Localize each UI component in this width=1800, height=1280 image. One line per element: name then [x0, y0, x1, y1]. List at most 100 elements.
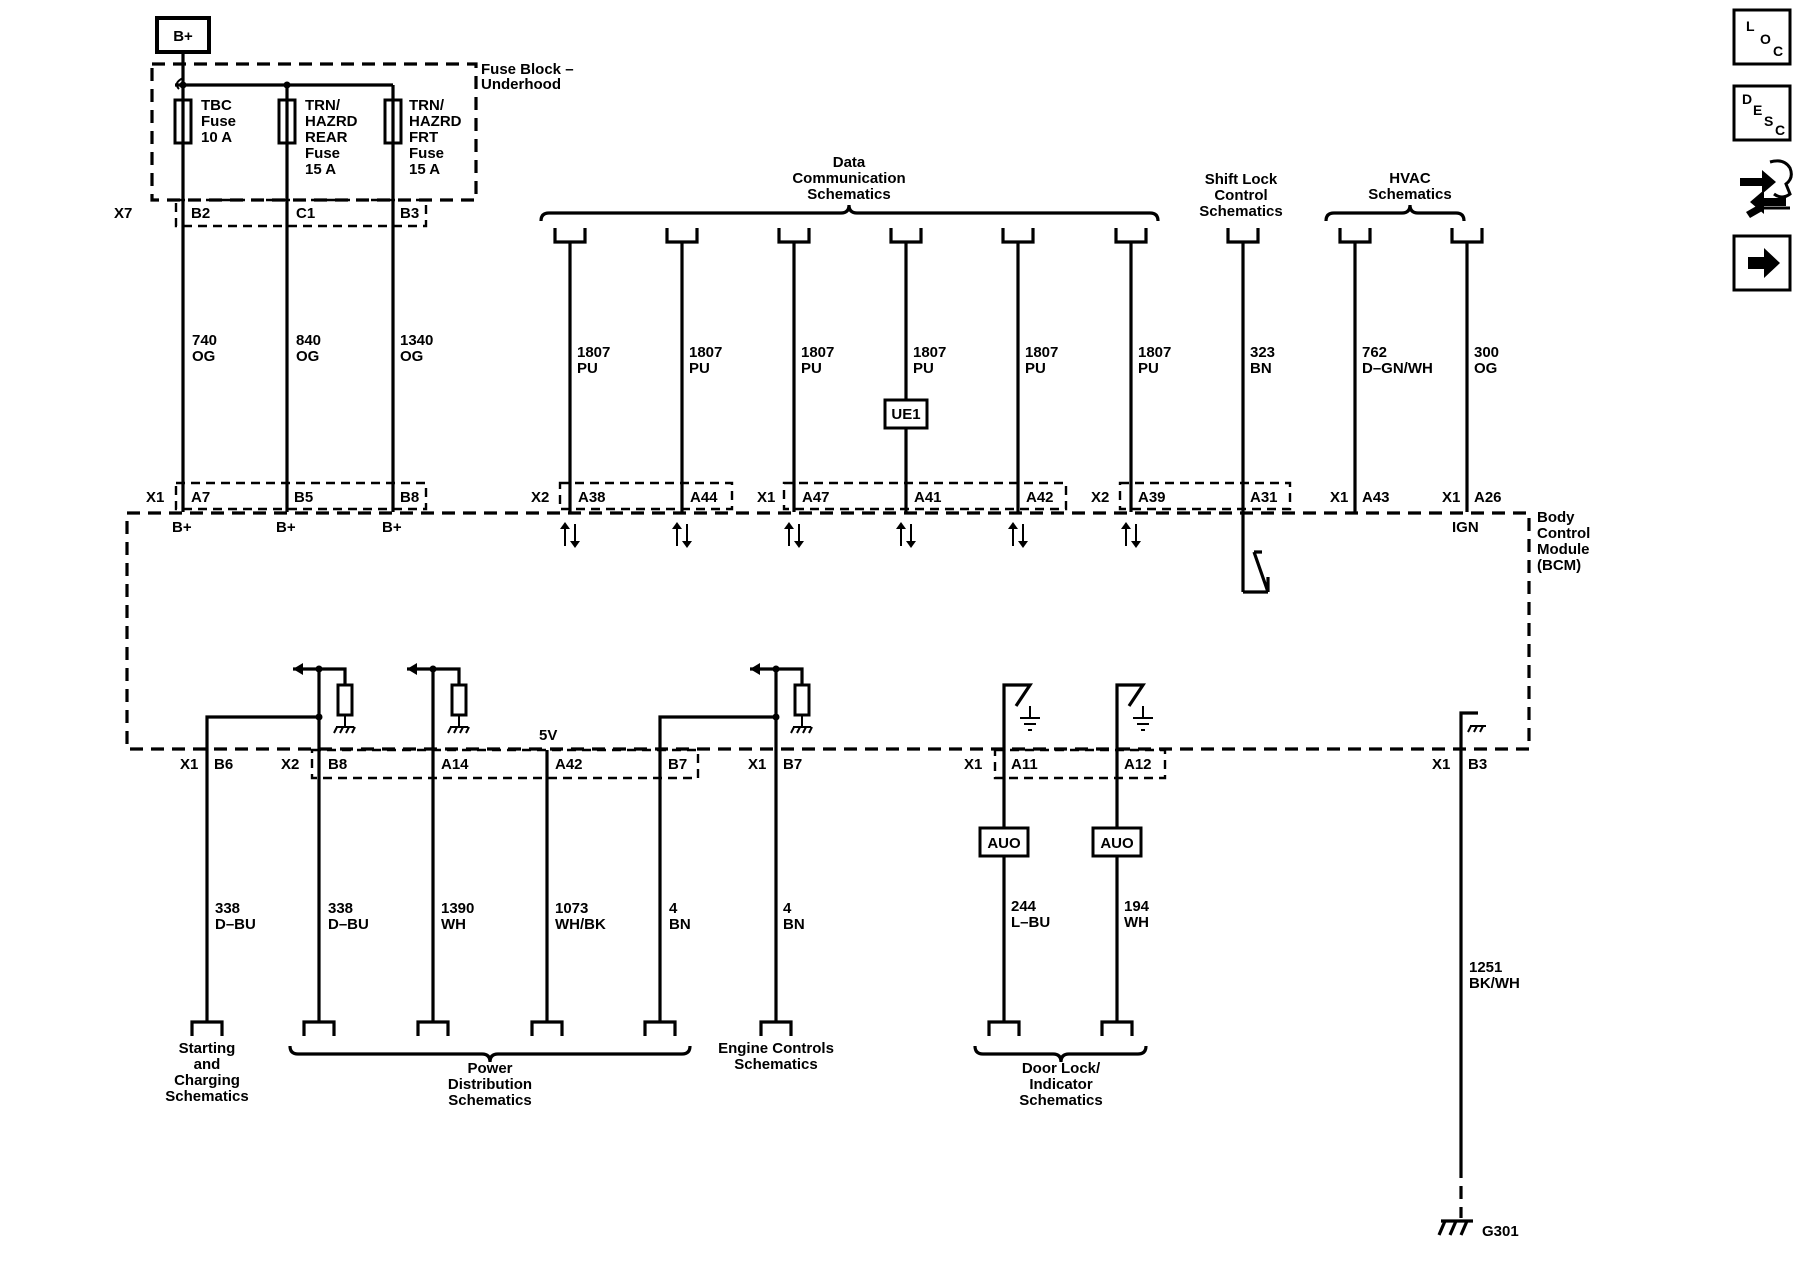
- bcm-pin-a44: A44: [690, 489, 718, 506]
- circuit-4-b-color: BN: [783, 916, 805, 933]
- bcm-pin-a39: A39: [1138, 489, 1166, 506]
- circuit-1251-color: BK/WH: [1469, 975, 1520, 992]
- fuse-rear-label-4: Fuse: [305, 145, 340, 162]
- fuse-frt-label-3: FRT: [409, 129, 438, 146]
- option-auo-label-1: AUO: [987, 835, 1021, 852]
- circuit-1807-a: 1807: [577, 344, 610, 361]
- bcm-connector-x2-a: [558, 481, 734, 511]
- data-comm-ref-3: Schematics: [807, 186, 890, 203]
- desc-button[interactable]: D E S C: [1732, 84, 1792, 142]
- serial-data-arrows: [560, 522, 1141, 548]
- power-dist-ref-1: Power: [467, 1060, 512, 1077]
- circuit-1073-color: WH/BK: [555, 916, 606, 933]
- engine-controls-ref-2: Schematics: [734, 1056, 817, 1073]
- circuit-4-b: 4: [783, 900, 792, 917]
- bcm-boundary: [125, 511, 1531, 751]
- data-comm-ref-2: Communication: [792, 170, 905, 187]
- circuit-740-color: OG: [192, 348, 215, 365]
- power-dist-ref-2: Distribution: [448, 1076, 532, 1093]
- five-volt-label: 5V: [539, 727, 557, 744]
- circuit-338-a: 338: [215, 900, 240, 917]
- bcm-title-3: Module: [1537, 541, 1590, 558]
- hvac-ref-1: HVAC: [1389, 170, 1431, 187]
- connector-tool-icon[interactable]: [1740, 159, 1793, 218]
- conn-x1-bottom-d: X1: [1432, 756, 1450, 773]
- bcm-pin-b6: B6: [214, 756, 233, 773]
- fuse-block-title-2: Underhood: [481, 76, 561, 93]
- x7-pin-b2: B2: [191, 205, 210, 222]
- circuit-194-color: WH: [1124, 914, 1149, 931]
- circuit-762-color: D–GN/WH: [1362, 360, 1433, 377]
- desc-letter-s: S: [1764, 113, 1773, 129]
- circuit-323-color: BN: [1250, 360, 1272, 377]
- circuit-323: 323: [1250, 344, 1275, 361]
- circuit-194: 194: [1124, 898, 1150, 915]
- fuse-tbc: TBC Fuse 10 A: [173, 85, 236, 146]
- option-ue1-label: UE1: [891, 406, 920, 423]
- starting-ref-3: Charging: [174, 1072, 240, 1089]
- bcm-connector-x2-bottom: [310, 748, 700, 780]
- loc-button[interactable]: L O C: [1732, 8, 1792, 66]
- fuse-trn-hazrd-frt: TRN/ HAZRD FRT Fuse 15 A: [383, 85, 462, 178]
- connector-x7-label: X7: [114, 205, 132, 222]
- conn-x1-bottom-a: X1: [180, 756, 198, 773]
- loc-letter-c: C: [1773, 43, 1783, 59]
- fuse-frt-label-1: TRN/: [409, 97, 445, 114]
- hvac-ref-2: Schematics: [1368, 186, 1451, 203]
- conn-x2-bottom: X2: [281, 756, 299, 773]
- bcm-pin-b7-b: B7: [783, 756, 802, 773]
- circuit-338-b: 338: [328, 900, 353, 917]
- power-dist-bracket: [288, 1045, 692, 1063]
- bcm-pin-a47: A47: [802, 489, 830, 506]
- data-comm-ref-1: Data: [833, 154, 866, 171]
- option-ue1-box: [883, 398, 929, 430]
- conn-x1-bottom-c: X1: [964, 756, 982, 773]
- conn-x1-label-a: X1: [757, 489, 775, 506]
- circuit-1807-e: 1807: [1025, 344, 1058, 361]
- shift-lock-ref-1: Shift Lock: [1205, 171, 1278, 188]
- fuse-rear-label-2: HAZRD: [305, 113, 358, 130]
- circuit-762: 762: [1362, 344, 1387, 361]
- bcm-b-plus-2: B+: [276, 519, 296, 536]
- next-arrow-button[interactable]: [1732, 234, 1792, 292]
- door-lock-ref-3: Schematics: [1019, 1092, 1102, 1109]
- bcm-title-2: Control: [1537, 525, 1590, 542]
- bcm-pin-a43: A43: [1362, 489, 1390, 506]
- top-terminals: [553, 228, 1484, 592]
- bcm-connector-x1-a: [782, 481, 1068, 511]
- bcm-pin-a31: A31: [1250, 489, 1278, 506]
- bcm-connector-x2-b: [1118, 481, 1292, 511]
- bcm-pin-b8-bottom: B8: [328, 756, 347, 773]
- starting-ref-1: Starting: [179, 1040, 236, 1057]
- circuit-1340-color: OG: [400, 348, 423, 365]
- bcm-pin-a26: A26: [1474, 489, 1502, 506]
- bcm-connector-x1-door: [993, 748, 1167, 780]
- ground-g301-label: G301: [1482, 1223, 1519, 1240]
- circuit-840: 840: [296, 332, 321, 349]
- loc-letter-l: L: [1746, 18, 1755, 34]
- svg-text:X1: X1: [146, 489, 164, 506]
- circuit-244: 244: [1011, 898, 1037, 915]
- bcm-ign-label: IGN: [1452, 519, 1479, 536]
- bcm-pin-a41: A41: [914, 489, 942, 506]
- fuse-frt-label-4: Fuse: [409, 145, 444, 162]
- bcm-pin-a7: A7: [191, 489, 210, 506]
- fuse-trn-hazrd-rear: TRN/ HAZRD REAR Fuse 15 A: [277, 85, 358, 178]
- bcm-pin-b5: B5: [294, 489, 313, 506]
- loc-letter-o: O: [1760, 31, 1771, 47]
- circuit-1807-c: 1807: [801, 344, 834, 361]
- starting-ref-4: Schematics: [165, 1088, 248, 1105]
- circuit-244-color: L–BU: [1011, 914, 1050, 931]
- bcm-pin-b3: B3: [1468, 756, 1487, 773]
- shift-lock-switch: [1243, 550, 1270, 594]
- shift-lock-ref-2: Control: [1214, 187, 1267, 204]
- fuse-frt-label-2: HAZRD: [409, 113, 462, 130]
- next-arrow-icon: [1748, 248, 1780, 278]
- fuse-rear-label-3: REAR: [305, 129, 348, 146]
- circuit-1807-d-color: PU: [913, 360, 934, 377]
- circuit-1807-e-color: PU: [1025, 360, 1046, 377]
- circuit-300-color: OG: [1474, 360, 1497, 377]
- circuit-1340: 1340: [400, 332, 433, 349]
- circuit-1807-a-color: PU: [577, 360, 598, 377]
